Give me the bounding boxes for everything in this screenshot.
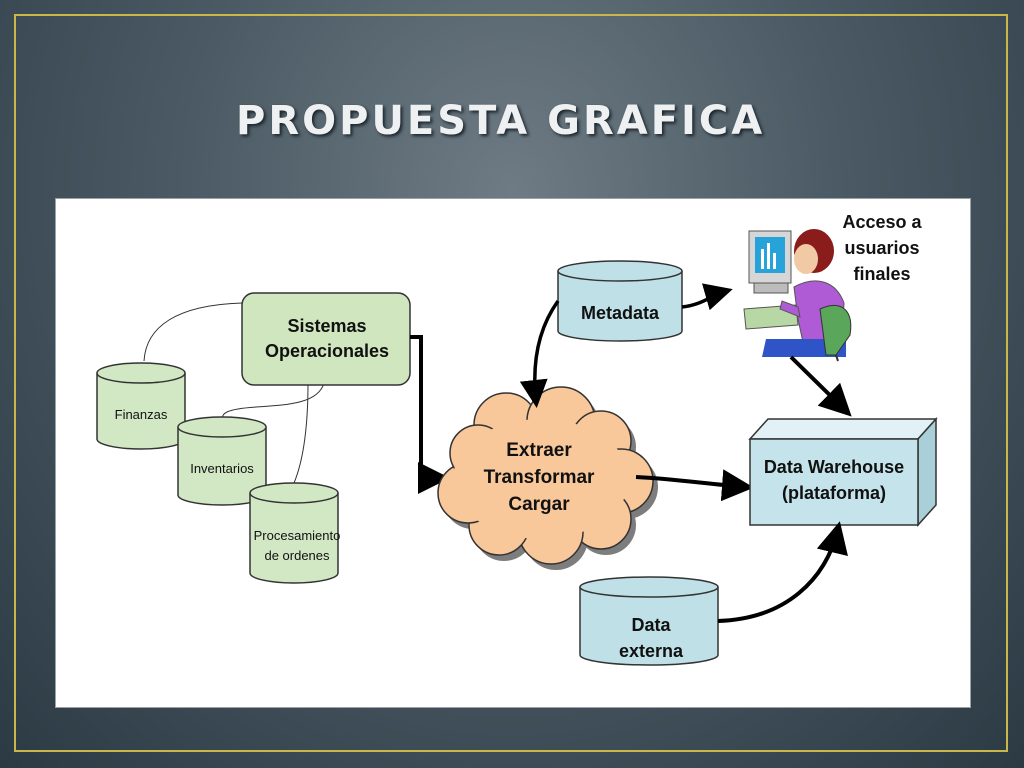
acceso-label-line3: finales [853,264,910,284]
inventarios-db: Inventarios [177,416,267,506]
arrow-externa-to-warehouse [717,521,848,623]
metadata-db: Metadata [557,260,683,342]
acceso-label-line1: Acceso a [842,212,922,232]
metadata-label: Metadata [581,303,660,323]
sistemas-label-line2: Operacionales [265,341,389,361]
acceso-label-line2: usuarios [844,238,919,258]
data-warehouse-box: Data Warehouse (plataforma) [748,417,938,527]
user-computer-icon [743,229,852,362]
sistemas-label-line1: Sistemas [287,316,366,336]
sistemas-operacionales-box: Sistemas Operacionales [241,292,411,386]
etl-label-line3: Cargar [508,494,570,515]
arrow-metadata-to-user [681,283,733,311]
diagram-panel: Finanzas Inventarios Procesamiento de or… [55,198,971,708]
arrow-user-to-warehouse [789,355,852,417]
finanzas-label: Finanzas [115,407,168,422]
procesamiento-db: Procesamiento de ordenes [249,482,341,584]
etl-label-line2: Transformar [484,467,595,488]
etl-cloud: Extraer Transformar Cargar [437,386,658,570]
procesamiento-label-line2: de ordenes [264,548,330,563]
warehouse-label-line2: (plataforma) [782,483,886,503]
slide-title: PROPUESTA GRAFICA [236,98,766,144]
source-connector-lines [143,302,325,484]
inventarios-label: Inventarios [190,461,254,476]
arrow-sistemas-to-etl [410,335,450,494]
etl-label-line1: Extraer [506,440,572,461]
externa-label-line2: externa [619,641,684,661]
data-externa-db: Data externa [579,576,719,666]
arrow-etl-to-warehouse [635,469,754,502]
data-warehouse-diagram: Finanzas Inventarios Procesamiento de or… [96,212,938,666]
warehouse-label-line1: Data Warehouse [764,457,904,477]
slide-frame [14,14,1008,752]
externa-label-line1: Data [631,615,671,635]
finanzas-db: Finanzas [96,362,186,450]
arrow-metadata-to-etl [519,299,560,408]
procesamiento-label-line1: Procesamiento [254,528,341,543]
